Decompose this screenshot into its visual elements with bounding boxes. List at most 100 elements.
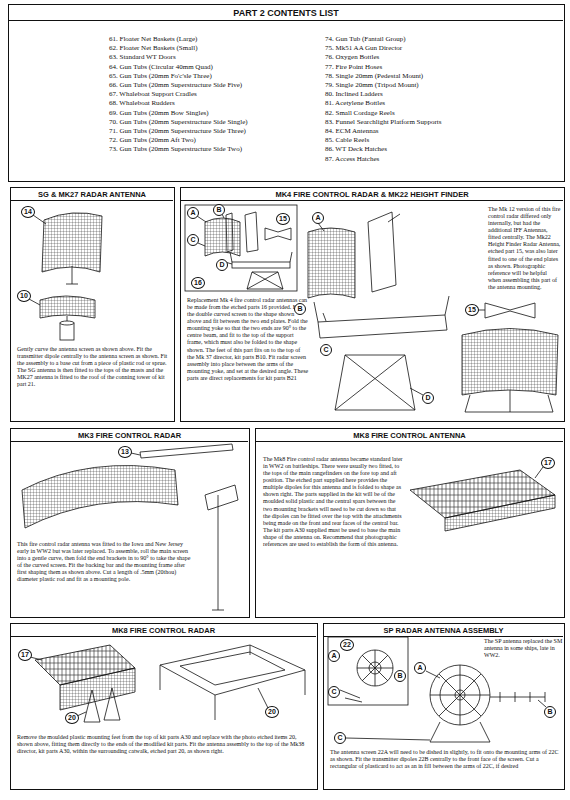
contents-item: 68. Whaleboat Rudders (109, 99, 175, 107)
instruction-text: Replacement Mk 4 fire control radar ante… (187, 297, 309, 382)
contents-item: 86. WT Deck Hatches (325, 145, 387, 153)
contents-item: 83. Funnel Searchlight Platform Supports (325, 118, 441, 126)
mk8-radar-stroke (30, 657, 42, 660)
mk4-assembly-stroke (465, 390, 553, 412)
callout-number: 16 (191, 277, 205, 289)
sp-antenna-stroke (357, 650, 393, 686)
contents-item: 69. Gun Tubs (20mm Bow Singles) (109, 109, 209, 117)
callout-number: B (213, 204, 225, 216)
instruction-text: Gently curve the antenna screen as shown… (17, 346, 169, 388)
callout-number: B (394, 670, 406, 682)
callout-number: A (328, 650, 340, 662)
mk8-dipole-array-stroke (445, 495, 555, 531)
mk4-assembly-stroke (314, 296, 449, 322)
mk8-dipole-array (410, 467, 555, 531)
mk4-assembly-stroke (318, 223, 324, 231)
callout-number: 22 (340, 639, 354, 651)
mk4-assembly-stroke (308, 228, 355, 298)
contents-item: 82. Small Cordage Reels (325, 109, 395, 117)
sp-antenna-stroke (538, 700, 546, 707)
contents-item: 65. Gun Tubs (20mm Fo'c'sle Three) (109, 72, 212, 80)
instruction-text: The Mk8 Fire control radar antenna becam… (263, 456, 403, 548)
callout-number: B (294, 303, 306, 315)
contents-item: 73. Gun Tubs (20mm Superstructure Side T… (109, 145, 242, 153)
mk3-antenna-stroke (22, 466, 178, 529)
panel-heading: SP RADAR ANTENNA ASSEMBLY (324, 624, 563, 637)
instruction-panel: SP RADAR ANTENNA ASSEMBLYThe SP antenna … (323, 623, 565, 790)
callout-number: A (312, 212, 324, 224)
sg-antenna-stroke (42, 213, 102, 272)
mk3-antenna-stroke (205, 485, 238, 610)
sg-antenna (29, 213, 102, 340)
callout-number: C (334, 732, 346, 744)
sp-antenna-stroke (357, 650, 393, 686)
callout-number: 10 (17, 290, 31, 302)
contents-item: 71. Gun Tubs (20mm Superstructure Side T… (109, 127, 246, 135)
contents-item: 64. Gun Tubs (Circular 40mm Quad) (109, 63, 213, 71)
contents-item: 81. Acetylene Bottles (325, 99, 385, 107)
contents-item: 61. Floater Net Baskets (Large) (109, 35, 197, 43)
page-heading: PART 2 CONTENTS LIST (9, 5, 563, 21)
mk4-inset-stroke (232, 262, 290, 268)
panel-heading: MK8 FIRE CONTROL ANTENNA (256, 429, 563, 442)
instruction-text: This fire control radar antenna was fitt… (17, 541, 192, 583)
mk3-antenna-stroke (140, 444, 233, 458)
mk8-radar (30, 645, 305, 722)
mk8-radar-stroke (258, 688, 268, 708)
instruction-panel: MK3 FIRE CONTROL RADAR This fire control … (10, 428, 250, 618)
contents-item: 76. Oxygen Bottles (325, 53, 379, 61)
sp-antenna-stroke (490, 692, 545, 702)
mk4-inset-stroke (205, 218, 240, 256)
panel-heading: MK3 FIRE CONTROL RADAR (11, 429, 248, 442)
callout-number: C (328, 686, 340, 698)
mk4-inset-stroke (185, 205, 297, 291)
callout-number: 17 (541, 457, 555, 469)
contents-item: 75. Mk51 AA Gun Director (325, 44, 402, 52)
contents-item: 87. Access Hatches (325, 155, 379, 163)
instruction-panel: MK4 FIRE CONTROL RADAR & MK22 HEIGHT FIN… (180, 187, 565, 422)
illustration-stroke (22, 205, 558, 742)
sp-antenna-stroke (430, 665, 490, 725)
sg-antenna-stroke (40, 296, 95, 318)
instruction-text: The antenna screen 22A will need to be d… (330, 749, 560, 770)
callout-number: D (216, 259, 228, 271)
instruction-text: Remove the moulded plastic mounting feet… (17, 734, 313, 755)
callout-number: 14 (21, 206, 35, 218)
mk8-radar-stroke (160, 645, 305, 695)
mk4-inset-stroke (197, 214, 232, 264)
mk4-assembly-stroke (318, 315, 447, 338)
callout-number: D (422, 392, 434, 404)
contents-item: 78. Single 20mm (Pedestal Mount) (325, 72, 423, 80)
mk4-assembly-stroke (462, 329, 558, 396)
callout-number: B (544, 706, 556, 718)
mk4-assembly-stroke (368, 212, 396, 292)
contents-item: 77. Fire Point Hoses (325, 63, 382, 71)
callout-number: 20 (65, 712, 79, 724)
sg-antenna-stroke (33, 215, 46, 224)
mk8-radar-stroke (84, 688, 120, 722)
mk4-assembly-stroke (388, 214, 400, 222)
contents-item: 66. Gun Tubs (20mm Superstructure Side F… (109, 81, 242, 89)
contents-item: 85. Cable Reels (325, 136, 369, 144)
mk4-inset-stroke (226, 212, 258, 252)
mk8-radar-stroke (160, 645, 305, 720)
mk3-antenna (22, 444, 238, 610)
sp-antenna-stroke (328, 637, 408, 705)
contents-item: 63. Standard WT Doors (109, 53, 176, 61)
contents-item: 80. Inclined Ladders (325, 90, 383, 98)
callout-number: A (414, 662, 426, 674)
callout-number: 20 (265, 706, 279, 718)
contents-item: 79. Single 20mm (Tripod Mount) (325, 81, 419, 89)
callout-number: 13 (118, 446, 132, 458)
callout-number: 17 (18, 649, 32, 661)
mk3-antenna-stroke (131, 453, 140, 455)
contents-item: 67. Whaleboat Support Cradles (109, 90, 197, 98)
mk4-assembly-stroke (323, 313, 326, 321)
callout-number: C (187, 234, 199, 246)
sp-antenna (328, 637, 546, 742)
callout-number: C (320, 344, 332, 356)
mk8-radar-stroke (60, 668, 135, 710)
callout-number: 15 (465, 304, 479, 316)
panel-heading: MK8 FIRE CONTROL RADAR (11, 624, 316, 637)
